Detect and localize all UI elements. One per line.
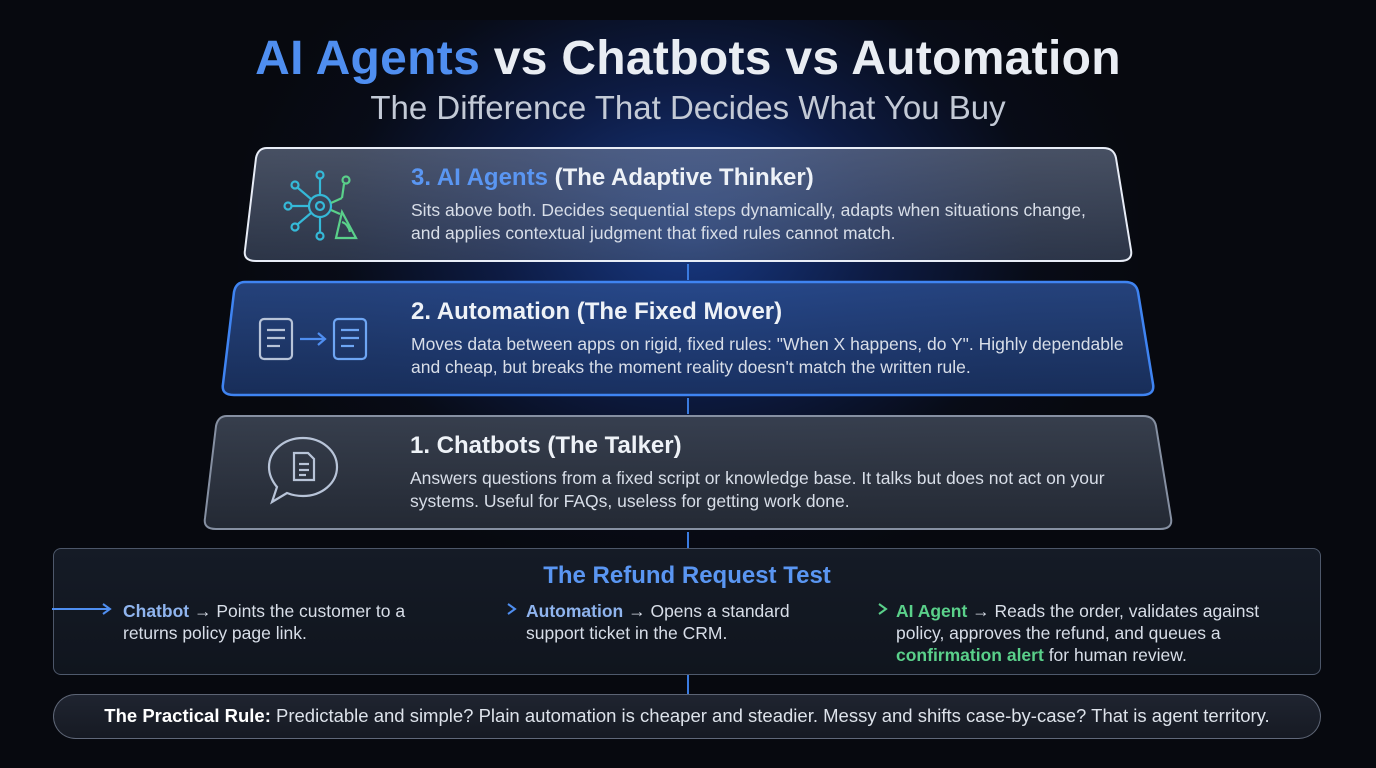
tier-automation-heading: 2. Automation (The Fixed Mover): [411, 298, 783, 325]
chat-bubble-icon: [267, 436, 339, 505]
tier-chatbots: 1. Chatbots (The Talker) Answers questio…: [200, 412, 1176, 534]
page-title: AI Agents vs Chatbots vs Automation: [0, 30, 1376, 88]
connector-line: [687, 398, 689, 414]
col-label: Chatbot: [123, 601, 190, 621]
heading-rest: (The Adaptive Thinker): [554, 164, 814, 191]
arrow-right-icon: [816, 603, 888, 615]
col-highlight: confirmation alert: [896, 645, 1044, 665]
arrow-right-icon: [52, 603, 112, 615]
col-text: → Opens a standard support ticket in the…: [526, 601, 790, 643]
tier-chatbots-panel: [203, 415, 1173, 530]
col-text: → Reads the order, validates against pol…: [896, 601, 1260, 643]
col-label: AI Agent: [896, 601, 968, 621]
tier-automation-description: Moves data between apps on rigid, fixed …: [411, 334, 1124, 377]
title-rest: vs Chatbots vs Automation: [493, 32, 1121, 85]
tier-ai-agents-heading: 3. AI Agents (The Adaptive Thinker): [411, 164, 814, 192]
arrow-right-icon: [427, 603, 517, 615]
heading-accent: 3. AI Agents: [411, 164, 548, 191]
page-subtitle: The Difference That Decides What You Buy: [370, 89, 1006, 126]
col-text: → Points the customer to a returns polic…: [123, 601, 406, 643]
tier-chatbots-heading: 1. Chatbots (The Talker): [410, 432, 682, 459]
tier-ai-agents-description: Sits above both. Decides sequential step…: [411, 200, 1086, 243]
document-transfer-icon: [258, 317, 368, 361]
refund-col-ai-agent: AI Agent → Reads the order, validates ag…: [896, 600, 1281, 666]
tier-ai-agents: 3. AI Agents (The Adaptive Thinker) Sits…: [240, 144, 1136, 266]
col-text: for human review.: [1048, 645, 1187, 665]
col-label: Automation: [526, 601, 624, 621]
connector-line: [687, 264, 689, 280]
rule-label: The Practical Rule:: [104, 705, 271, 726]
refund-col-chatbot: Chatbot → Points the customer to a retur…: [123, 600, 423, 644]
neural-network-icon: [283, 170, 358, 241]
refund-test-title: The Refund Request Test: [543, 562, 831, 589]
tier-ai-agents-panel: [243, 147, 1133, 262]
tier-automation-panel: [221, 280, 1155, 397]
connector-line: [687, 675, 689, 695]
connector-line: [687, 532, 689, 549]
header: AI Agents vs Chatbots vs Automation The …: [0, 30, 1376, 128]
refund-test-panel: The Refund Request Test Chatbot → Points…: [52, 548, 1321, 675]
rule-text: Predictable and simple? Plain automation…: [276, 705, 1270, 726]
title-accent: AI Agents: [255, 32, 481, 85]
practical-rule-banner: The Practical Rule: Predictable and simp…: [53, 694, 1321, 739]
tier-automation: 2. Automation (The Fixed Mover) Moves da…: [218, 278, 1158, 400]
tier-chatbots-description: Answers questions from a fixed script or…: [410, 468, 1105, 511]
refund-col-automation: Automation → Opens a standard support ti…: [526, 600, 826, 644]
